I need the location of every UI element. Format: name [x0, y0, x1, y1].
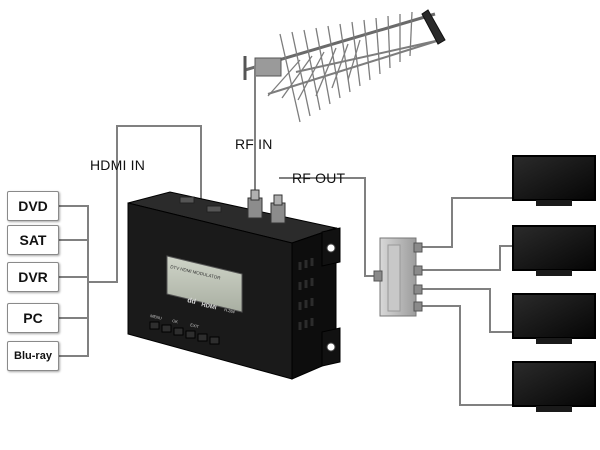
tv-4 [512, 361, 596, 412]
tv-2 [512, 225, 596, 276]
source-dvr-box: DVR [7, 262, 59, 292]
codec-badge: H.264 [224, 307, 236, 314]
source-bluray-box: Blu-ray [7, 341, 59, 371]
hdmi-modulator-device: DTV HDMI MODULATOR dd HDMI H.264 MENU OK… [127, 189, 341, 380]
button-label-exit: EXIT [190, 322, 200, 329]
connection-wires [57, 66, 513, 406]
button-label-menu: MENU [150, 313, 163, 321]
rf-out-connector [270, 194, 286, 224]
source-dvd-box: DVD [7, 191, 59, 221]
lcd-display [166, 255, 243, 313]
tv-3 [512, 293, 596, 344]
rf-splitter [373, 237, 423, 317]
tv-1 [512, 155, 596, 206]
button-label-ok: OK [172, 318, 179, 324]
front-buttons [149, 321, 220, 345]
source-sat-box: SAT [7, 225, 59, 255]
source-pc-box: PC [7, 303, 59, 333]
antenna-icon [243, 9, 446, 123]
hdmi-logo: HDMI [201, 302, 218, 311]
dolby-logo: dd [187, 297, 197, 306]
hdmi-in-label: HDMI IN [90, 157, 146, 173]
rf-in-connector [247, 189, 263, 219]
rf-out-label: RF OUT [292, 170, 346, 186]
rf-in-label: RF IN [235, 136, 273, 152]
